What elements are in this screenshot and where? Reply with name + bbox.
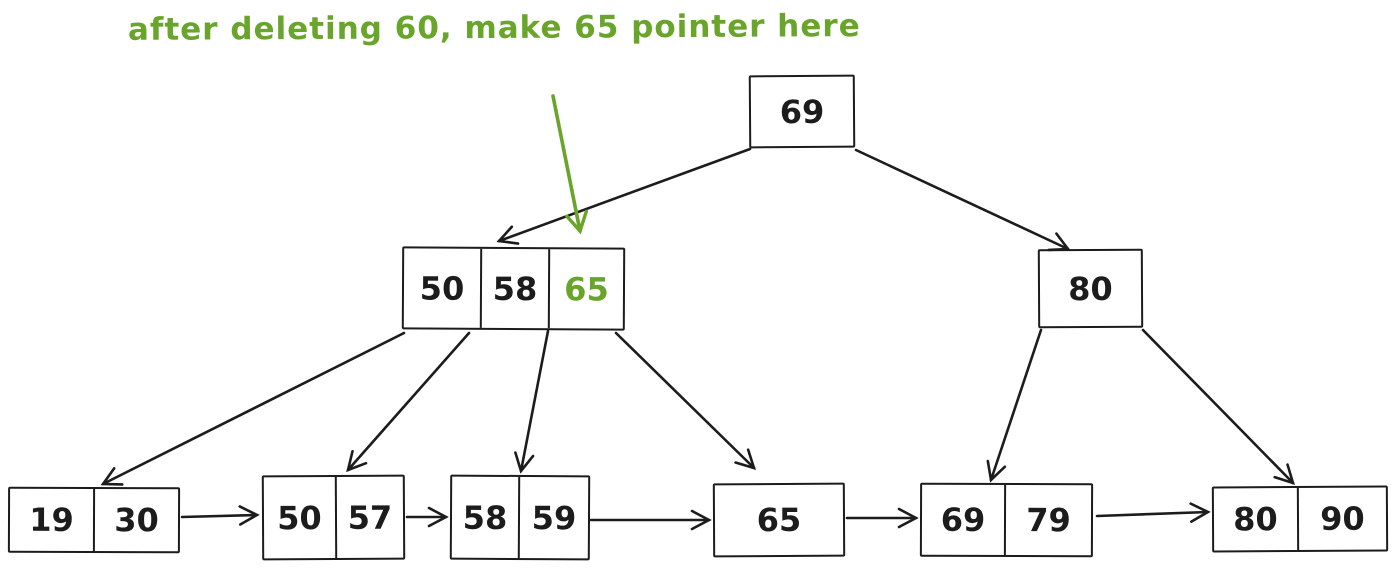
node-key: 30 bbox=[114, 501, 159, 540]
node-key: 57 bbox=[347, 498, 393, 537]
node-internal-left: 50 58 65 bbox=[401, 246, 626, 331]
edge-internal-right-to-leaf5 bbox=[986, 328, 1043, 483]
leaf-chain-arrow-1 bbox=[180, 505, 260, 526]
edge-internal-left-to-leaf3 bbox=[514, 329, 550, 474]
node-root: 69 bbox=[748, 74, 856, 149]
edge-internal-left-to-leaf1 bbox=[100, 331, 406, 486]
node-key: 80 bbox=[1213, 488, 1300, 551]
node-key: 90 bbox=[1320, 499, 1365, 538]
node-leaf-50-57: 50 57 bbox=[261, 474, 406, 561]
node-leaf-58-59: 58 59 bbox=[449, 474, 591, 561]
node-key: 58 bbox=[481, 248, 551, 329]
node-key: 79 bbox=[1026, 501, 1071, 540]
leaf-chain-arrow-5 bbox=[1095, 502, 1211, 523]
node-leaf-80-90: 80 90 bbox=[1211, 485, 1389, 553]
node-key: 58 bbox=[451, 476, 521, 558]
edge-internal-left-to-leaf2 bbox=[346, 331, 471, 473]
node-key: 65 bbox=[756, 500, 802, 540]
annotation-text: after deleting 60, make 65 pointer here bbox=[127, 8, 861, 48]
node-leaf-69-79: 69 79 bbox=[919, 482, 1094, 558]
node-key-highlighted: 65 bbox=[564, 269, 609, 308]
node-internal-right: 80 bbox=[1037, 248, 1144, 329]
node-leaf-65: 65 bbox=[712, 482, 846, 558]
node-key: 50 bbox=[263, 476, 338, 559]
edge-internal-left-to-leaf4 bbox=[614, 331, 756, 470]
node-key: 19 bbox=[9, 488, 96, 552]
node-leaf-19-30: 19 30 bbox=[7, 486, 181, 554]
node-key: 69 bbox=[779, 92, 825, 131]
edge-root-to-internal-left bbox=[496, 147, 752, 245]
node-key: 80 bbox=[1068, 269, 1113, 308]
annotation-arrow bbox=[551, 94, 589, 235]
node-key: 50 bbox=[403, 248, 483, 328]
edge-root-to-internal-right bbox=[854, 148, 1071, 252]
edge-internal-right-to-leaf6 bbox=[1141, 328, 1295, 485]
node-key: 59 bbox=[531, 498, 577, 537]
node-key: 69 bbox=[921, 484, 1007, 555]
